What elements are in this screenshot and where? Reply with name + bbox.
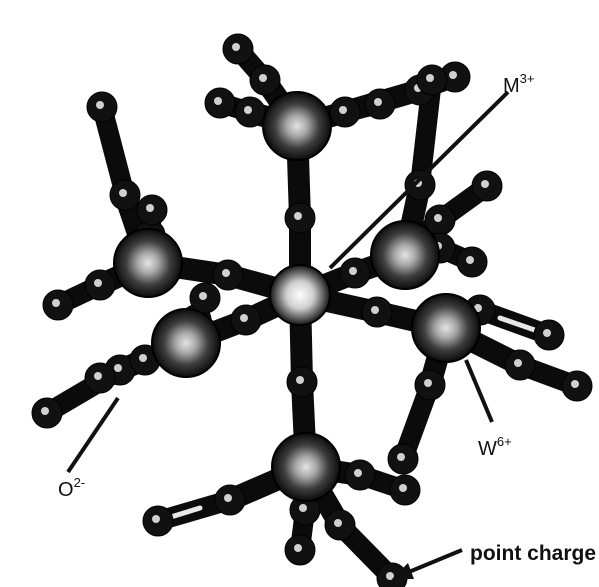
oxygen-atom-highlight [244, 106, 252, 114]
metal-ion-label: M3+ [503, 71, 535, 97]
point-charge-pointer [404, 550, 462, 574]
tungsten-ion-label: W6+ [478, 434, 512, 460]
tungsten-ion-pointer [466, 360, 492, 422]
oxygen-atom-highlight [334, 519, 342, 527]
metal-ion-symbol: M [503, 75, 520, 97]
oxygen-atom-highlight [52, 299, 60, 307]
oxygen-atom-highlight [119, 189, 127, 197]
oxygen-atom-highlight [96, 101, 104, 109]
oxygen-atom-highlight [481, 180, 489, 188]
metal-atom [270, 265, 330, 325]
oxygen-atom-highlight [374, 98, 382, 106]
oxygen-atom-highlight [152, 515, 160, 523]
tungsten-atom [152, 309, 220, 377]
tungsten-atom [272, 433, 340, 501]
oxygen-atom-highlight [399, 484, 407, 492]
oxygen-atom-highlight [222, 269, 230, 277]
oxygen-ion-pointer [68, 398, 118, 472]
oxygen-atom-highlight [199, 292, 207, 300]
oxygen-atom-highlight [434, 214, 442, 222]
oxygen-atom-highlight [296, 376, 304, 384]
tungsten-atom [371, 221, 439, 289]
oxygen-ion-symbol: O [58, 479, 74, 501]
metal-ion-charge: 3+ [520, 71, 535, 86]
tungsten-atom [263, 92, 331, 160]
oxygen-atom-highlight [214, 97, 222, 105]
point-charge-label: point charge [470, 542, 596, 565]
oxygen-atom-highlight [424, 379, 432, 387]
oxygen-atom-highlight [232, 43, 240, 51]
oxygen-atom-highlight [371, 306, 379, 314]
oxygen-atom-highlight [339, 106, 347, 114]
oxygen-atom-highlight [543, 329, 551, 337]
oxygen-atom-highlight [139, 354, 147, 362]
tungsten-ion-symbol: W [478, 438, 497, 460]
oxygen-atom-highlight [299, 504, 307, 512]
oxygen-atom-highlight [114, 364, 122, 372]
tungsten-atom [412, 294, 480, 362]
oxygen-atom-highlight [240, 314, 248, 322]
oxygen-atom-highlight [41, 407, 49, 415]
oxygen-atom-highlight [146, 204, 154, 212]
oxygen-atom-highlight [224, 494, 232, 502]
oxygen-atom-highlight [294, 544, 302, 552]
oxygen-atom-highlight [354, 469, 362, 477]
oxygen-atom-highlight [397, 453, 405, 461]
oxygen-atom-highlight [466, 256, 474, 264]
oxygen-atom-highlight [449, 71, 457, 79]
oxygen-atom-highlight [514, 359, 522, 367]
oxygen-ion-charge: 2- [74, 475, 86, 490]
oxygen-atom-highlight [349, 267, 357, 275]
oxygen-atom-highlight [94, 372, 102, 380]
tungsten-ion-charge: 6+ [497, 434, 512, 449]
oxygen-atom-highlight [259, 74, 267, 82]
oxygen-atom-highlight [294, 212, 302, 220]
oxygen-atom-highlight [571, 380, 579, 388]
tungsten-atom [114, 229, 182, 297]
oxygen-atom-highlight [426, 74, 434, 82]
oxygen-atom-highlight [94, 279, 102, 287]
oxygen-ion-label: O2- [58, 475, 85, 501]
